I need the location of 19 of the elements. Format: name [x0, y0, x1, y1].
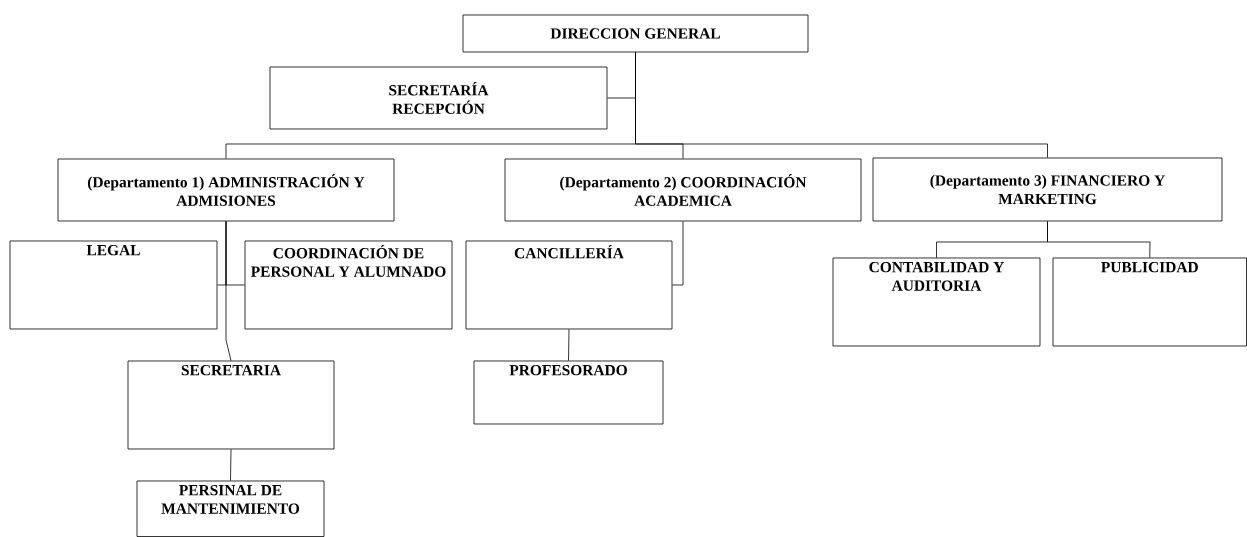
- org-box: CONTABILIDAD Y AUDITORIA: [832, 257, 1041, 347]
- org-box: (Departamento 2) COORDINACIÓN ACADEMICA: [504, 158, 862, 222]
- org-box: SECRETARÍA RECEPCIÓN: [269, 66, 608, 130]
- org-box: PERSINAL DE MANTENIMIENTO: [136, 480, 325, 537]
- org-box: COORDINACIÓN DE PERSONAL Y ALUMNADO: [244, 240, 453, 330]
- org-box: SECRETARIA: [127, 360, 335, 450]
- connector-line: [568, 329, 570, 361]
- org-box: PROFESORADO: [473, 360, 664, 425]
- connector-line: [1047, 221, 1151, 258]
- connector-line: [672, 221, 684, 286]
- connector-line: [230, 449, 232, 481]
- connector-line: [635, 52, 1048, 158]
- connector-line: [225, 221, 232, 361]
- org-box: PUBLICIDAD: [1052, 257, 1247, 347]
- org-box: DIRECCION GENERAL: [462, 14, 809, 53]
- org-box: (Departamento 3) FINANCIERO Y MARKETING: [872, 157, 1223, 222]
- org-box: CANCILLERÍA: [465, 240, 673, 330]
- org-box: LEGAL: [9, 240, 218, 330]
- org-box: (Departamento 1) ADMINISTRACIÓN Y ADMISIONES: [57, 158, 395, 222]
